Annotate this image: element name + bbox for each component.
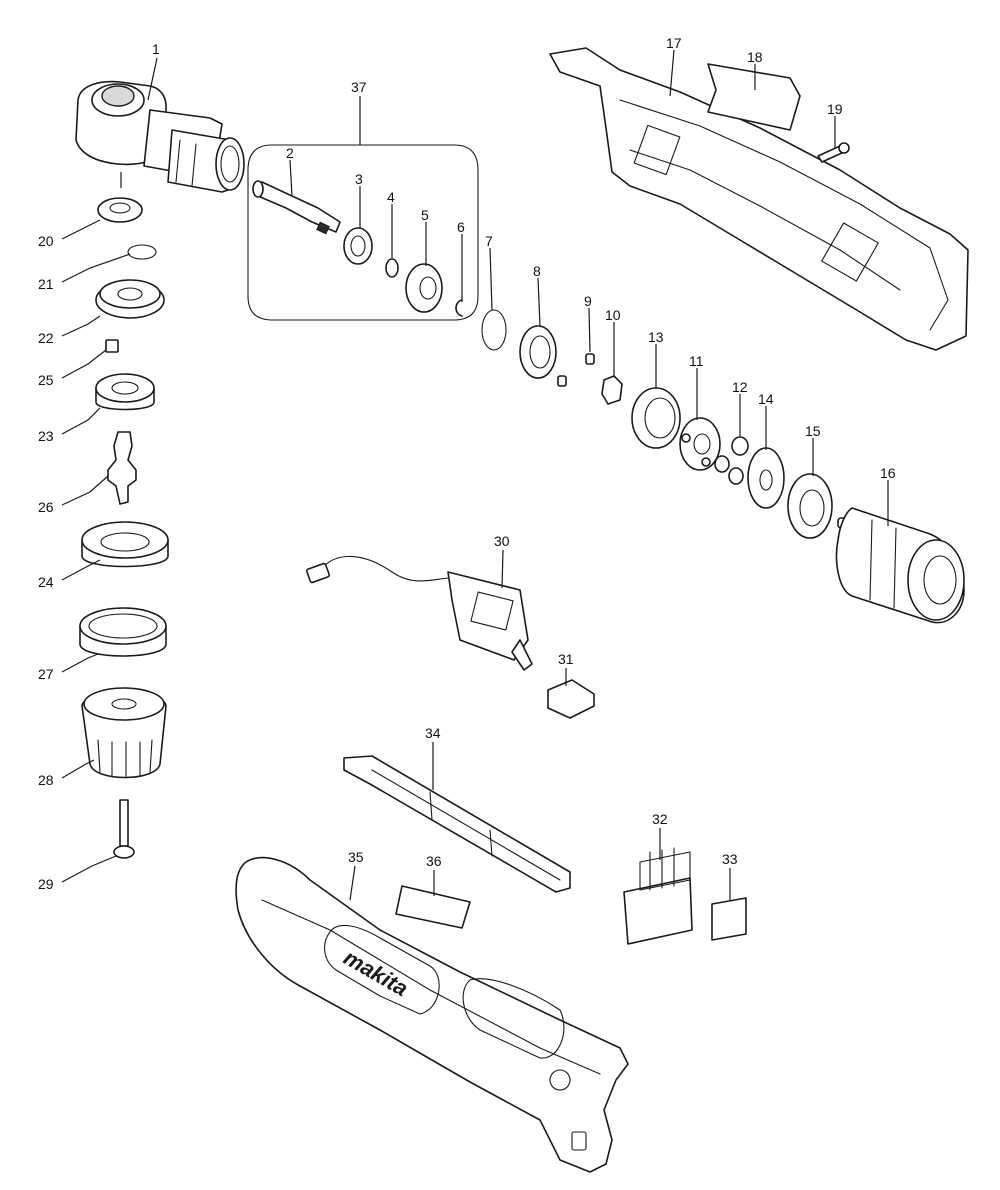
part-8-ring-nut [519,325,557,379]
callout-27: 27 [38,666,54,682]
callout-30: 30 [494,533,510,549]
part-13-ring-gear [631,387,681,449]
callout-31: 31 [558,651,574,667]
part-5-bearing [405,263,443,313]
part-34-push-bar [343,755,571,893]
callout-4: 4 [387,189,395,205]
part-24-collar [81,521,169,568]
part-6-retaining-ring [455,299,463,317]
callout-14: 14 [758,391,774,407]
part-30-switch [305,555,533,671]
part-16-dc-motor [835,507,965,624]
callout-34: 34 [425,725,441,741]
part-21-retaining-ring [127,244,157,260]
part-32-terminal [623,847,693,945]
part-25-key [105,339,119,353]
callout-25: 25 [38,372,54,388]
callout-33: 33 [722,851,738,867]
callout-28: 28 [38,772,54,788]
part-28-keyless-chuck [81,687,167,779]
callout-numbers: 1 2 3 4 5 6 7 8 9 10 11 12 13 14 15 16 1… [38,35,896,892]
callout-11: 11 [689,353,704,369]
callout-13: 13 [648,329,664,345]
part-15-spacer [787,473,833,539]
leader-lines [61,49,889,901]
part-9-pin [557,353,595,387]
part-11-carrier [679,417,721,471]
callout-24: 24 [38,574,54,590]
callout-6: 6 [457,219,465,235]
part-26-spindle [107,431,137,505]
part-20-bearing [97,197,143,223]
part-22-bevel-gear [95,279,165,319]
part-31-switch-lever [547,679,595,719]
callout-26: 26 [38,499,54,515]
part-4-retaining-ring [385,258,399,278]
callout-23: 23 [38,428,54,444]
part-23-bearing [95,373,155,411]
callout-22: 22 [38,330,54,346]
callout-36: 36 [426,853,442,869]
callout-17: 17 [666,35,682,51]
part-29-screw [113,799,135,859]
part-12-planet-gears [714,436,749,485]
part-3-bearing [343,227,373,265]
part-2-spindle [252,180,341,235]
part-14-flat-washer [747,447,785,509]
part-19-tapping-screw [817,142,850,163]
callout-8: 8 [533,263,541,279]
part-10-lock-cam [601,375,623,405]
callout-29: 29 [38,876,54,892]
callout-5: 5 [421,207,429,223]
callout-1: 1 [152,41,160,57]
callout-12: 12 [732,379,748,395]
part-37-group-frame [247,144,479,321]
callout-3: 3 [355,171,363,187]
part-7-retaining-ring [481,309,507,351]
callout-37: 37 [351,79,367,95]
callout-35: 35 [348,849,364,865]
part-18-name-plate [707,63,801,131]
callout-20: 20 [38,233,54,249]
part-27-ring [79,607,167,657]
callout-16: 16 [880,465,896,481]
part-36-label [395,885,471,929]
callout-21: 21 [38,276,54,292]
callout-32: 32 [652,811,668,827]
callout-18: 18 [747,49,763,65]
callout-9: 9 [584,293,592,309]
part-1-gear-housing [75,80,245,193]
callout-2: 2 [286,145,294,161]
callout-19: 19 [827,101,843,117]
callout-15: 15 [805,423,821,439]
part-33-label [711,897,747,941]
part-35-housing-cover: makita [235,856,629,1173]
callout-10: 10 [605,307,621,323]
callout-7: 7 [485,233,493,249]
